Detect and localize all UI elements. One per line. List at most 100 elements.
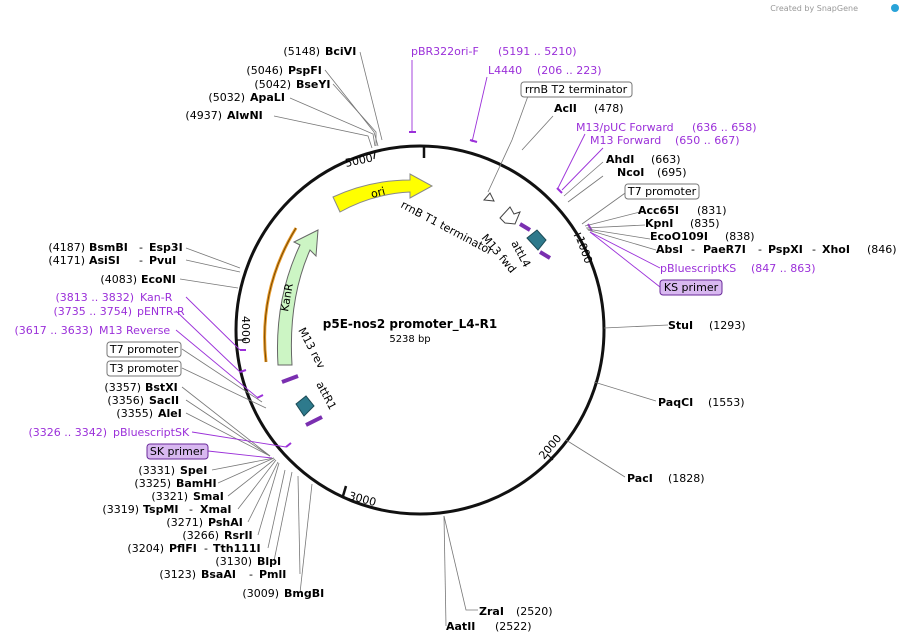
alwni-label[interactable]: AlwNI <box>227 109 263 122</box>
attl4-mark <box>538 250 552 260</box>
alei-label[interactable]: AleI <box>158 407 182 420</box>
tick-label-4000: 4000 <box>239 316 252 344</box>
pshai-label[interactable]: PshAI <box>208 516 243 529</box>
kan-r-label[interactable]: Kan-R <box>140 291 173 304</box>
bamhi-label[interactable]: BamHI <box>176 477 217 490</box>
pentr-label[interactable]: pENTR-R <box>137 305 185 318</box>
econi-label[interactable]: EcoNI <box>141 273 176 286</box>
sk-primer-box[interactable] <box>146 443 209 460</box>
smai-pos: (3321) <box>151 490 188 503</box>
m13-forward-pos: (650 .. 667) <box>675 134 740 147</box>
l4440-label[interactable]: L4440 <box>488 64 522 77</box>
paer7i-label[interactable]: PaeR7I <box>703 243 746 256</box>
paci-pos: (1828) <box>668 472 705 485</box>
rrnb-t1-arrow[interactable] <box>499 206 521 225</box>
kanr-arrow[interactable] <box>277 229 319 366</box>
kanr-label: KanR <box>278 282 296 313</box>
pflfi-label[interactable]: PflFI <box>169 542 197 555</box>
spei-label[interactable]: SpeI <box>180 464 207 477</box>
ahdi-pos: (663) <box>651 153 681 166</box>
attr1-arrow[interactable] <box>295 395 315 417</box>
pvui-label[interactable]: PvuI <box>149 254 176 267</box>
pflfi-sep: - <box>204 542 208 555</box>
t7-promoter-left-box[interactable] <box>106 341 182 358</box>
alwni-pos: (4937) <box>185 109 222 122</box>
bmgbi-label[interactable]: BmgBI <box>284 587 324 600</box>
ks-primer-box[interactable] <box>659 279 723 296</box>
smai-label[interactable]: SmaI <box>193 490 224 503</box>
xhoi-label[interactable]: XhoI <box>822 243 850 256</box>
sk-primer-label: SK primer <box>150 445 205 458</box>
tspmi-label[interactable]: TspMI <box>143 503 179 516</box>
feature-kanr[interactable]: KanR <box>277 229 319 366</box>
xmai-label[interactable]: XmaI <box>200 503 231 516</box>
aatii-label[interactable]: AatII <box>446 620 475 633</box>
plasmid-size: 5238 bp <box>389 334 430 345</box>
feature-ori[interactable]: ori <box>332 173 434 213</box>
l4440-pos: (206 .. 223) <box>537 64 602 77</box>
bseyi-pos: (5042) <box>254 78 291 91</box>
esp3i-label[interactable]: Esp3I <box>149 241 183 254</box>
leader-lines <box>175 51 669 627</box>
tick-label-5000: 5000 <box>344 151 374 170</box>
tick-3000 <box>341 485 348 497</box>
m13-puc-label[interactable]: M13/pUC Forward <box>576 121 674 134</box>
eco0109i-pos: (838) <box>725 230 755 243</box>
rsrii-pos: (3266) <box>182 529 219 542</box>
zrai-label[interactable]: ZraI <box>479 605 504 618</box>
kan-r-pos: (3813 .. 3832) <box>55 291 134 304</box>
paqci-label[interactable]: PaqCI <box>658 396 693 409</box>
absi-label[interactable]: AbsI <box>656 243 683 256</box>
acli-label[interactable]: AclI <box>554 102 577 115</box>
pbs-sk-label[interactable]: pBluescriptSK <box>113 426 190 439</box>
paci-label[interactable]: PacI <box>627 472 653 485</box>
pspxi-label[interactable]: PspXI <box>768 243 803 256</box>
eco0109i-label[interactable]: EcoO109I <box>650 230 708 243</box>
bsaai-label[interactable]: BsaAI <box>201 568 236 581</box>
t3-promoter-left-box[interactable] <box>106 360 182 377</box>
bsmbi-sep: - <box>139 241 143 254</box>
stui-label[interactable]: StuI <box>668 319 693 332</box>
asisi-label[interactable]: AsiSI <box>89 254 120 267</box>
bseyi-label[interactable]: BseYI <box>296 78 330 91</box>
ring-ticks <box>236 146 582 497</box>
bcivi-pos: (5148) <box>283 45 320 58</box>
acli-pos: (478) <box>594 102 624 115</box>
tick-label-1000: 1000 <box>573 235 595 266</box>
rsrii-label[interactable]: RsrII <box>224 529 253 542</box>
bstxi-label[interactable]: BstXI <box>145 381 178 394</box>
ncoi-label[interactable]: NcoI <box>617 166 644 179</box>
m13-reverse-label[interactable]: M13 Reverse <box>99 324 170 337</box>
m13-reverse-pos: (3617 .. 3633) <box>14 324 93 337</box>
paer7i-sep: - <box>758 243 762 256</box>
tick-1000 <box>573 232 582 237</box>
rrnb-t2-box[interactable] <box>520 81 633 98</box>
t7-promoter-right-box[interactable] <box>624 183 700 200</box>
backbone-ring <box>234 144 606 516</box>
kan-r-primer-arc-core <box>264 227 297 363</box>
kpni-label[interactable]: KpnI <box>645 217 673 230</box>
apali-label[interactable]: ApaLI <box>250 91 285 104</box>
acc65i-label[interactable]: Acc65I <box>638 204 679 217</box>
aatii-pos: (2522) <box>495 620 532 633</box>
t3-promoter-left-label: T3 promoter <box>109 362 179 375</box>
bcivi-label[interactable]: BciVI <box>325 45 356 58</box>
asisi-pos: (4171) <box>48 254 85 267</box>
m13-forward-label[interactable]: M13 Forward <box>590 134 661 147</box>
ori-arrow[interactable] <box>332 173 434 213</box>
snapgene-logo-icon <box>891 4 899 12</box>
tth111i-label[interactable]: Tth111I <box>213 542 261 555</box>
xhoi-pos: (846) <box>867 243 897 256</box>
rrnb-t1-label: rrnB T1 terminator <box>399 198 496 258</box>
pbs-ks-label[interactable]: pBluescriptKS <box>660 262 736 275</box>
pspfi-label[interactable]: PspFI <box>288 64 322 77</box>
ahdi-label[interactable]: AhdI <box>606 153 634 166</box>
bsmbi-label[interactable]: BsmBI <box>89 241 128 254</box>
pbr322ori-label[interactable]: pBR322ori-F <box>411 45 479 58</box>
pmli-label[interactable]: PmlI <box>259 568 286 581</box>
blpi-label[interactable]: BlpI <box>257 555 281 568</box>
sacii-label[interactable]: SacII <box>149 394 179 407</box>
attr1-mark <box>305 415 323 427</box>
attl4-arrow[interactable] <box>526 229 547 251</box>
